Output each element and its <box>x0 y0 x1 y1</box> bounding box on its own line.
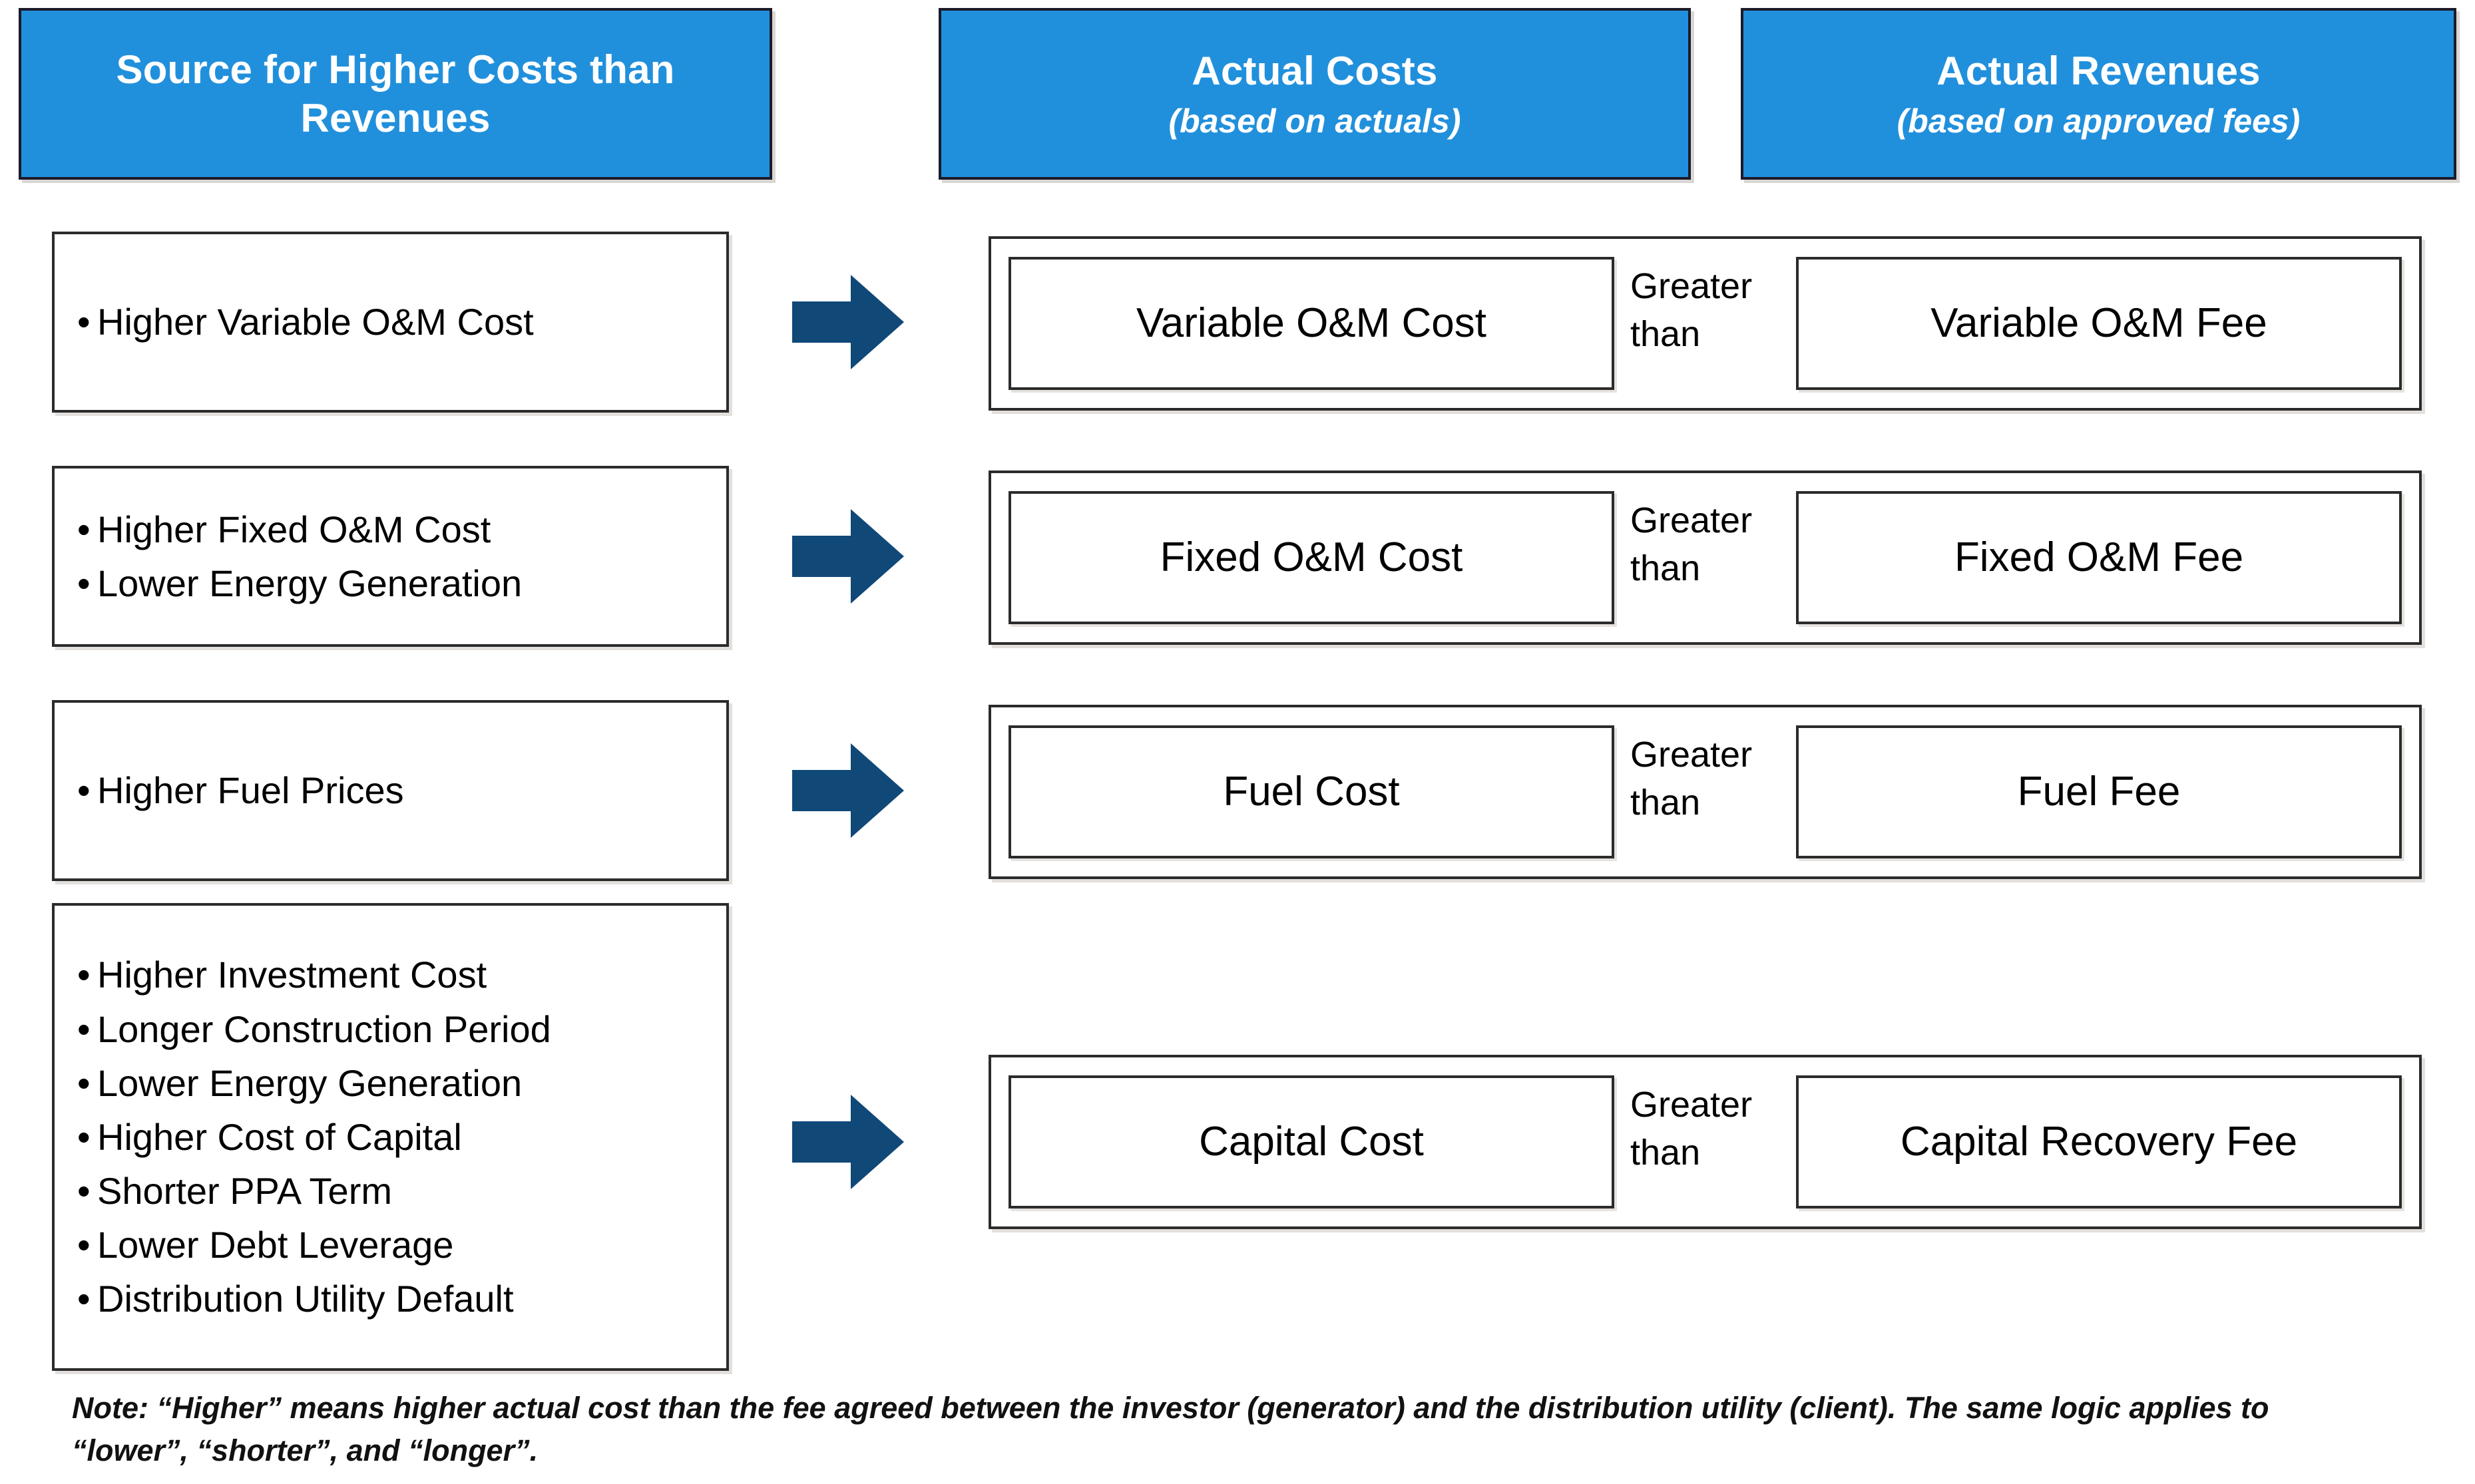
bullet-dot-icon: • <box>77 508 91 550</box>
column-header-actual-revenues-title: Actual Revenues <box>1936 49 2261 94</box>
comparison-operator-label: Greater than <box>1630 266 1753 354</box>
actual-revenue-label: Variable O&M Fee <box>1930 299 2267 346</box>
source-box-row-3: •Higher Fuel Prices <box>52 700 729 881</box>
source-bullet-label: Longer Construction Period <box>97 1008 551 1050</box>
comparison-operator-label: Greater than <box>1630 1085 1753 1173</box>
bullet-dot-icon: • <box>77 1278 91 1320</box>
actual-revenue-box: Fixed O&M Fee <box>1796 491 2402 624</box>
bullet-dot-icon: • <box>77 954 91 996</box>
comparison-row-2: Fixed O&M Cost Greater than Fixed O&M Fe… <box>989 470 2422 645</box>
actual-cost-label: Variable O&M Cost <box>1136 299 1487 346</box>
comparison-row-1: Variable O&M Cost Greater than Variable … <box>989 236 2422 411</box>
comparison-operator-label: Greater than <box>1630 500 1753 588</box>
source-bullet: •Lower Energy Generation <box>77 556 726 610</box>
source-bullet-label: Lower Debt Leverage <box>97 1224 454 1266</box>
source-bullet-label: Higher Variable O&M Cost <box>97 301 534 343</box>
source-bullet-label: Higher Investment Cost <box>97 954 487 996</box>
column-header-actual-costs-subtitle: (based on actuals) <box>1168 102 1461 140</box>
source-bullet-label: Shorter PPA Term <box>97 1170 392 1212</box>
actual-cost-box: Capital Cost <box>1009 1075 1614 1208</box>
actual-revenue-label: Capital Recovery Fee <box>1900 1118 2298 1165</box>
source-bullet: •Longer Construction Period <box>77 1002 726 1056</box>
bullet-dot-icon: • <box>77 769 91 812</box>
source-bullet: •Higher Fuel Prices <box>77 763 726 817</box>
source-bullet: •Lower Debt Leverage <box>77 1218 726 1272</box>
bullet-dot-icon: • <box>77 1115 91 1158</box>
bullet-dot-icon: • <box>77 1170 91 1212</box>
source-bullet-label: Higher Fixed O&M Cost <box>97 508 491 550</box>
source-bullet: •Higher Variable O&M Cost <box>77 295 726 349</box>
actual-cost-box: Fuel Cost <box>1009 725 1614 858</box>
arrow-right-icon <box>792 1091 905 1193</box>
source-bullet: •Higher Investment Cost <box>77 948 726 1002</box>
actual-cost-label: Capital Cost <box>1199 1118 1424 1165</box>
source-bullet: •Higher Fixed O&M Cost <box>77 502 726 556</box>
actual-revenue-box: Capital Recovery Fee <box>1796 1075 2402 1208</box>
column-header-actual-costs-title: Actual Costs <box>1192 49 1438 94</box>
actual-revenue-label: Fuel Fee <box>2017 768 2181 815</box>
actual-cost-label: Fixed O&M Cost <box>1160 534 1463 580</box>
source-box-row-1: •Higher Variable O&M Cost <box>52 232 729 413</box>
arrow-right-icon <box>792 272 905 373</box>
source-bullet-label: Higher Fuel Prices <box>97 769 404 812</box>
actual-cost-box: Fixed O&M Cost <box>1009 491 1614 624</box>
footnote-text: Note: “Higher” means higher actual cost … <box>72 1391 2269 1467</box>
comparison-operator-label: Greater than <box>1630 735 1753 823</box>
source-bullet: •Distribution Utility Default <box>77 1272 726 1326</box>
source-bullet-label: Lower Energy Generation <box>97 1061 523 1104</box>
source-box-row-4: •Higher Investment Cost •Longer Construc… <box>52 903 729 1371</box>
source-bullet: •Lower Energy Generation <box>77 1056 726 1110</box>
actual-revenue-box: Variable O&M Fee <box>1796 257 2402 390</box>
comparison-row-4: Capital Cost Greater than Capital Recove… <box>989 1055 2422 1229</box>
source-bullet: •Shorter PPA Term <box>77 1164 726 1218</box>
arrow-right-icon <box>792 740 905 841</box>
actual-revenue-label: Fixed O&M Fee <box>1954 534 2244 580</box>
arrow-right-icon <box>792 506 905 607</box>
actual-revenue-box: Fuel Fee <box>1796 725 2402 858</box>
column-header-source: Source for Higher Costs than Revenues <box>19 8 772 180</box>
source-bullet-label: Lower Energy Generation <box>97 562 523 604</box>
source-box-row-2: •Higher Fixed O&M Cost •Lower Energy Gen… <box>52 466 729 647</box>
source-bullet: •Higher Cost of Capital <box>77 1110 726 1164</box>
actual-cost-box: Variable O&M Cost <box>1009 257 1614 390</box>
bullet-dot-icon: • <box>77 301 91 343</box>
column-header-actual-revenues-subtitle: (based on approved fees) <box>1897 102 2301 140</box>
source-bullet-label: Higher Cost of Capital <box>97 1115 462 1158</box>
column-header-source-title: Source for Higher Costs than Revenues <box>116 47 675 140</box>
column-header-actual-revenues: Actual Revenues (based on approved fees) <box>1741 8 2456 180</box>
comparison-row-3: Fuel Cost Greater than Fuel Fee <box>989 705 2422 879</box>
bullet-dot-icon: • <box>77 562 91 604</box>
column-header-actual-costs: Actual Costs (based on actuals) <box>939 8 1691 180</box>
bullet-dot-icon: • <box>77 1008 91 1050</box>
source-bullet-label: Distribution Utility Default <box>97 1278 514 1320</box>
actual-cost-label: Fuel Cost <box>1223 768 1400 815</box>
bullet-dot-icon: • <box>77 1224 91 1266</box>
bullet-dot-icon: • <box>77 1061 91 1104</box>
